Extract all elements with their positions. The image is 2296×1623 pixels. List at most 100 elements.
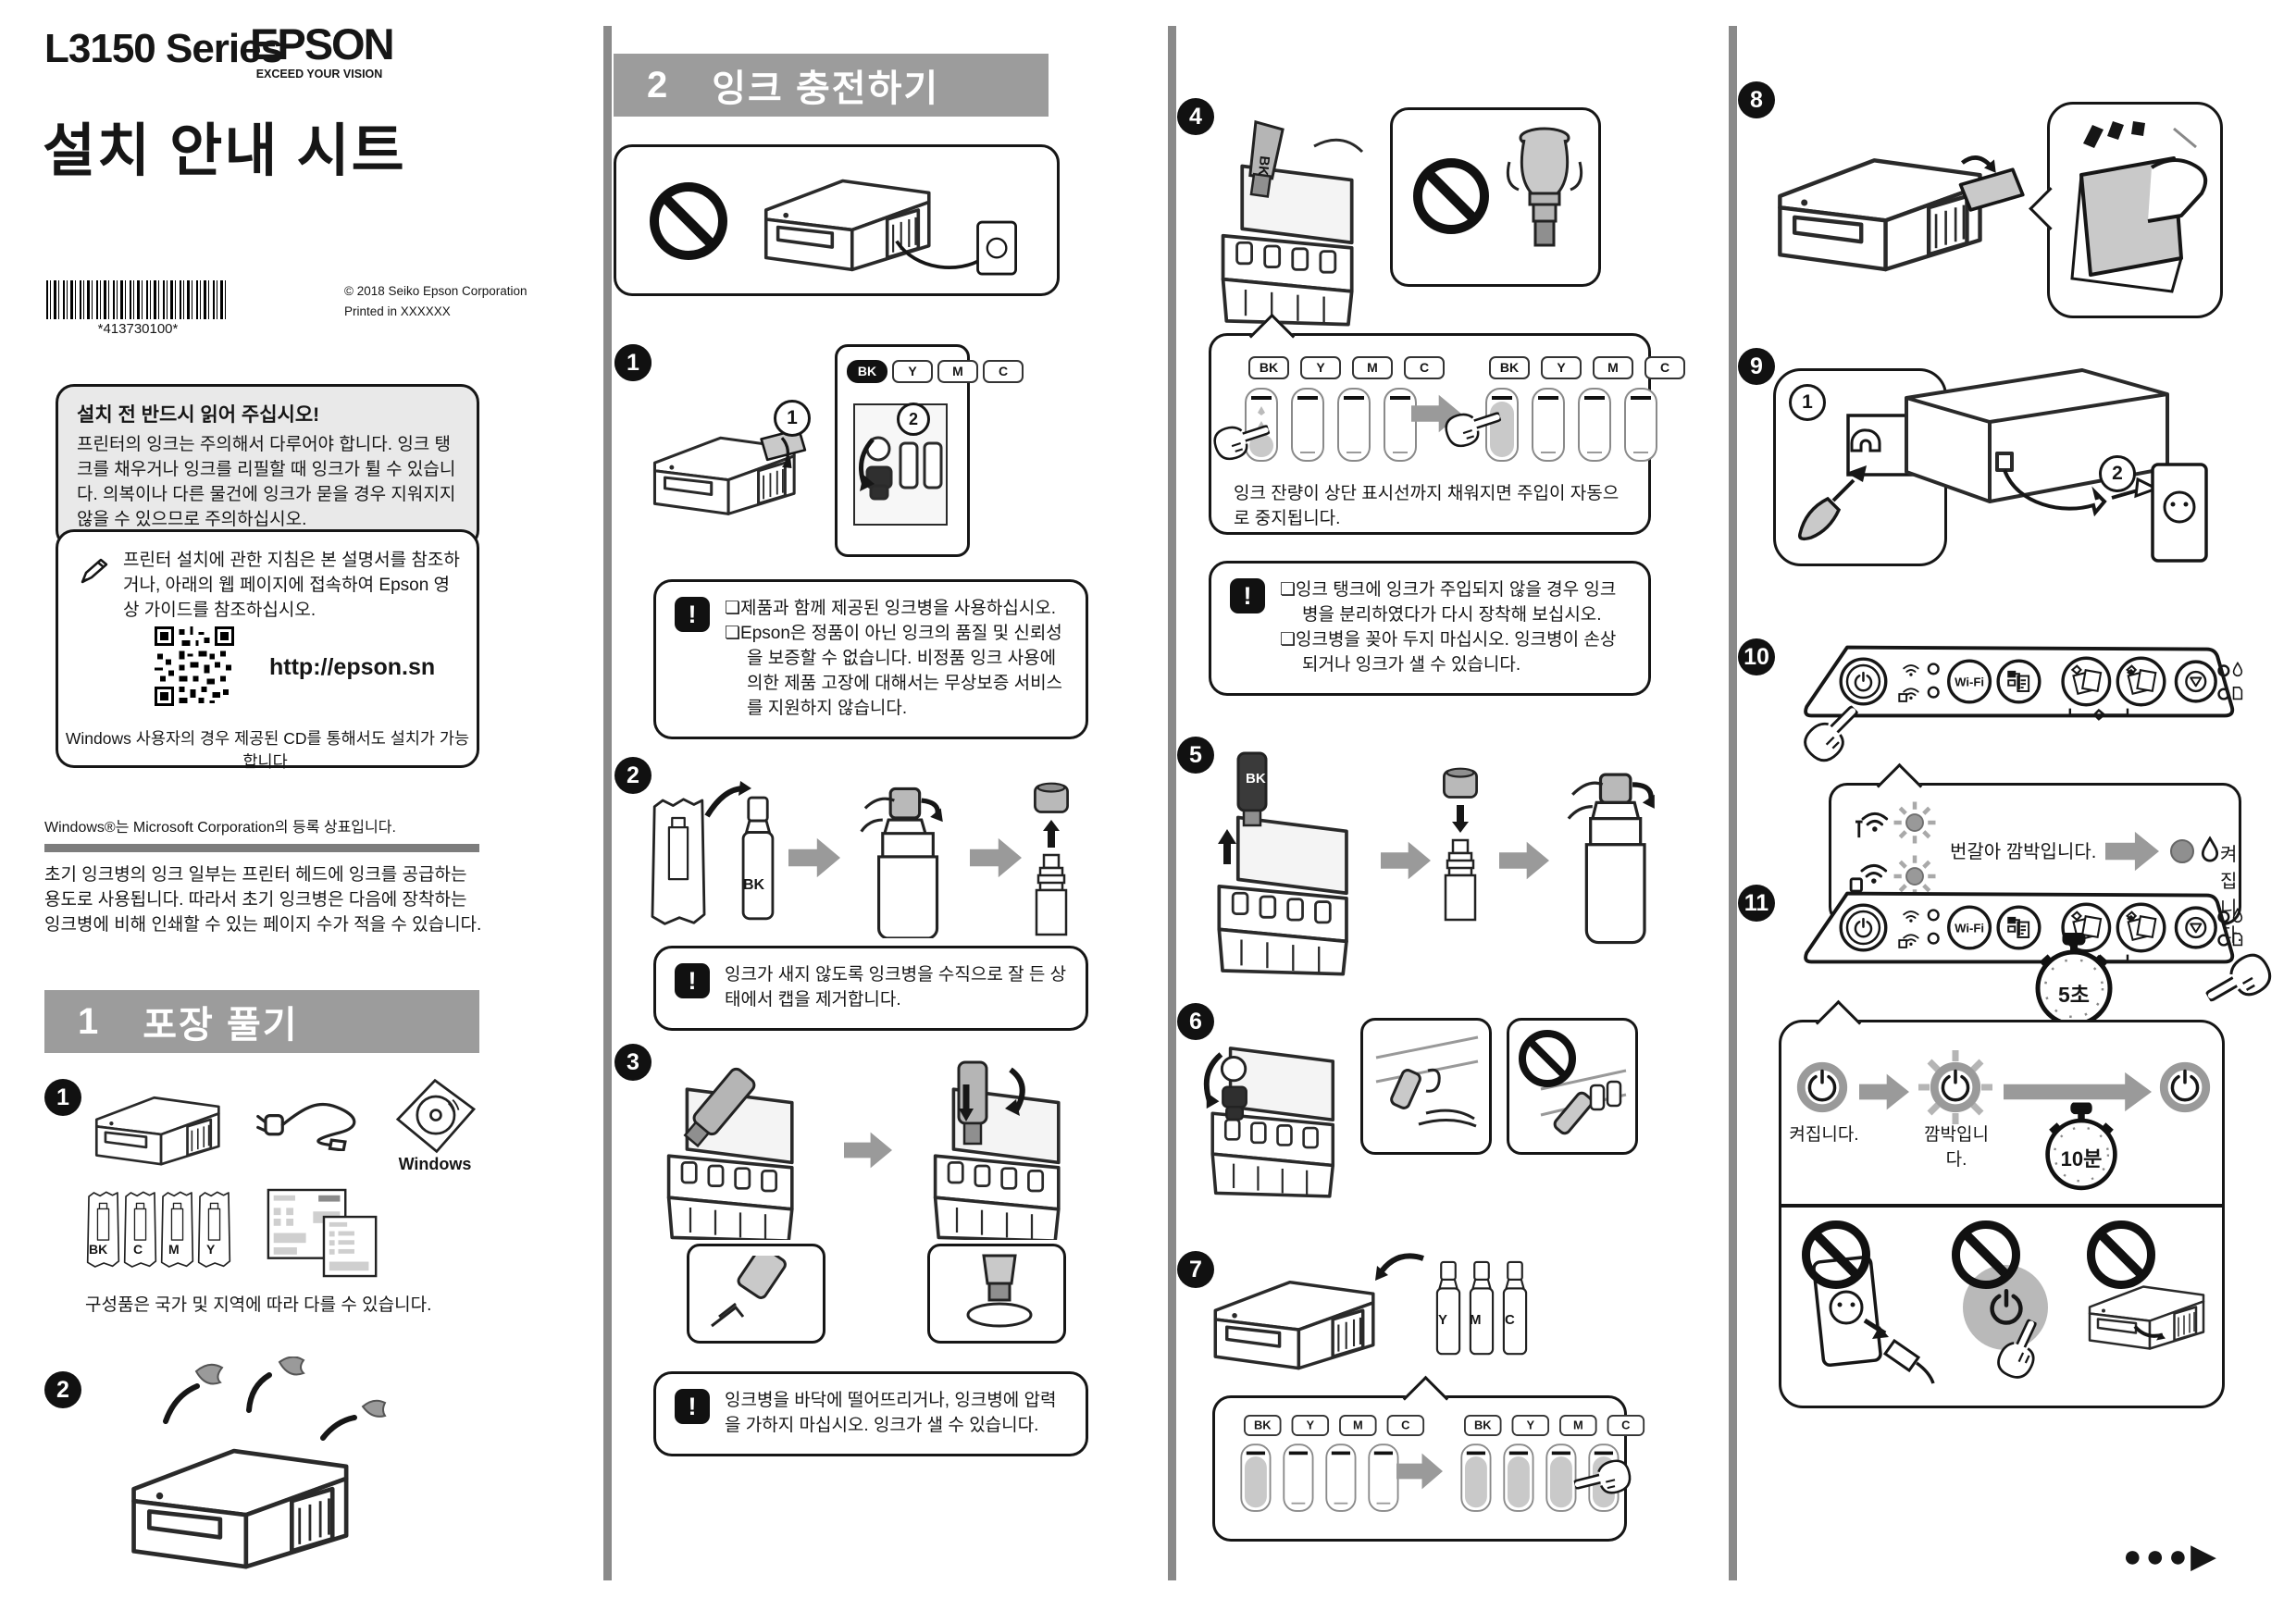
remove-bottle-illustration: BK [1217,751,1348,976]
tank-label: Y [1300,356,1341,379]
tank-label: C [1386,1415,1425,1436]
tank-label: BK [1244,1415,1282,1436]
ink-gauge [1325,1443,1357,1512]
note-item: ❏잉크병을 꽂아 두지 마십시오. 잉크병이 손상되거나 잉크가 샐 수 있습니… [1280,629,1617,675]
cap-ok-inset [1360,1018,1492,1155]
ink-bag-illustration [122,1184,158,1273]
tank-label: BK [1489,356,1530,379]
blink-alt-text: 번갈아 깜박입니다. [1950,842,2097,862]
bottle-top-illustration [1438,836,1483,925]
no-plug-warning-box [614,144,1060,296]
genuine-ink-note-box: ! ❏제품과 함께 제공된 잉크병을 사용하십시오. ❏Epson은 정품이 아… [653,579,1088,739]
prohibition-icon [1802,1220,1870,1289]
tank-label: BK [847,360,887,383]
printer-illustration [1201,1260,1394,1382]
cap-illustration [1031,779,1072,814]
callout-number: 1 [774,400,811,437]
initial-ink-note: 초기 잉크병의 잉크 일부는 프린터 헤드에 잉크를 공급하는 용도로 사용됩니… [44,865,482,935]
nozzle-detail-illustration [711,1256,787,1328]
control-panel [1784,881,2252,974]
printer-illustration [85,1081,235,1175]
prohibition-icon [1413,158,1489,234]
series-title: L3150 Series [44,26,283,71]
ink-bottle-illustration [1497,1255,1533,1362]
cap-ok-illustration [1375,1035,1479,1128]
note-item: ❏제품과 함께 제공된 잉크병을 사용하십시오. [725,599,1057,618]
barcode-text: *413730100* [97,321,179,337]
up-arrow [1043,820,1060,848]
ink-gauge [1460,1443,1492,1512]
prohibition-icon [650,182,727,260]
wait-10m-timer: 10분 [2042,1102,2120,1193]
qr-code [155,626,234,706]
tank-label: C [983,360,1024,383]
drop-pressure-note-box: ! 잉크병을 바닥에 떨어뜨리거나, 잉크병에 압력을 가하지 마십시오. 잉크… [653,1371,1088,1456]
sequence-divider [1781,1204,2222,1208]
twist-cap-illustration [860,787,943,938]
step-marker: 7 [1177,1251,1214,1288]
web-guide-body: 프린터 설치에 관한 지침은 본 설명서를 참조하거나, 아래의 웹 페이지에 … [123,551,460,620]
unpack-arrow [704,781,751,818]
next-arrow [844,1132,892,1169]
section1-number: 1 [78,1000,99,1042]
trademark-note: Windows®는 Microsoft Corporation의 등록 상표입니… [44,820,396,836]
step-marker: 3 [614,1044,652,1081]
section1-header: 1 포장 풀기 [44,990,479,1053]
status-light-blinking [1893,800,1937,845]
filling-illustration: BK [1221,119,1364,327]
next-arrow [970,837,1022,878]
ink-bag-illustration [648,792,709,929]
upright-cap-note-box: ! 잉크가 새지 않도록 잉크병을 수직으로 잘 든 상태에서 캡을 제거합니다… [653,946,1088,1031]
next-arrow [788,837,840,878]
prohibition-icon [2087,1220,2155,1289]
epson-url: http://epson.sn [269,654,436,680]
important-icon: ! [675,963,710,998]
auto-stop-text: 잉크 잔량이 상단 표시선까지 채워지면 주입이 자동으로 중지됩니다. [1234,484,1620,528]
ink-bottle-illustration [735,790,781,927]
components-note: 구성품은 국가 및 지역에 따라 다를 수 있습니다. [85,1295,432,1315]
pencil-icon [81,558,108,584]
callout-number: 2 [2099,455,2136,492]
page-title: 설치 안내 시트 [43,119,406,183]
bottle-top-illustration [1029,851,1074,940]
ink-bag-illustration [196,1184,232,1273]
tank-label: M [1339,1415,1377,1436]
refill-note-box: ! ❏잉크 탱크에 잉크가 주입되지 않을 경우 잉크병을 분리하였다가 다시 … [1209,561,1651,696]
ink-gauge [1245,388,1278,462]
barcode-image [46,280,230,319]
tank-gauges-before: BK Y M C [1237,356,1445,462]
tank-label: M [937,360,978,383]
section1-title: 포장 풀기 [143,1005,299,1046]
tank-gauges-before: BK Y M C [1234,1415,1425,1512]
bottle-label: BK [1246,771,1266,787]
tank-label: Y [1541,356,1582,379]
read-first-body: 프린터의 잉크는 주의해서 다루어야 합니다. 잉크 탱크를 채우거나 잉크를 … [77,435,456,529]
no-plug-illustration [763,179,1017,276]
note-text: 잉크병을 바닥에 떨어뜨리거나, 잉크병에 압력을 가하지 마십시오. 잉크가 … [725,1391,1057,1435]
press-cover-illustration [2070,121,2208,293]
tank-label: C [1644,356,1685,379]
power-on-label: 켜집니다. [1789,1125,1859,1145]
page-continuation-icon: ●●●▶ [2123,1539,2219,1574]
bottle-label: BK [1255,155,1272,177]
wall-outlet-illustration [2151,463,2208,563]
tank-label: M [1593,356,1633,379]
ink-gauge [1283,1443,1314,1512]
read-first-title: 설치 전 반드시 읽어 주십시오! [77,404,320,426]
step-marker: 5 [1177,737,1214,774]
close-cover-illustration [1762,155,2025,292]
tank-label: Y [1511,1415,1550,1436]
epson-logo: EPSON EXCEED YOUR VISION [250,19,395,81]
step-marker: 1 [614,344,652,381]
bag-label: C [133,1242,143,1257]
next-arrow [1499,841,1549,880]
brand-wordmark: EPSON [250,19,395,68]
note-item: ❏잉크 탱크에 잉크가 주입되지 않을 경우 잉크병을 분리하였다가 다시 장착… [1280,580,1617,625]
insert-arrow [1375,1253,1424,1281]
power-cable-illustration [255,1092,374,1151]
read-first-box: 설치 전 반드시 읽어 주십시오! 프린터의 잉크는 주의해서 다루어야 합니다… [56,384,479,549]
step-marker: 4 [1177,98,1214,135]
note-item: ❏Epson은 정품이 아닌 잉크의 품질 및 신뢰성을 보증할 수 없습니다.… [725,623,1063,718]
squeeze-bottle-illustration [1506,127,1583,247]
